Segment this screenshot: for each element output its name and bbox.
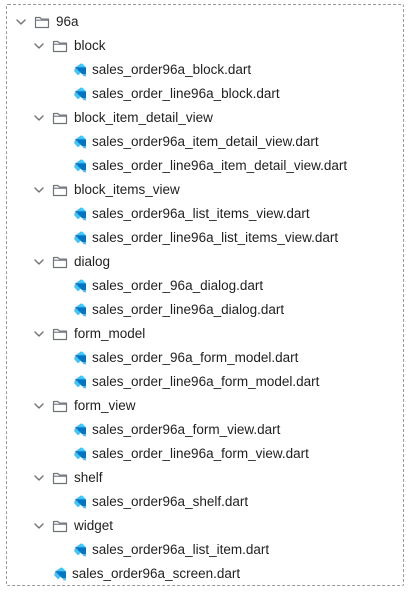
chevron-down-icon[interactable] [32,327,46,341]
tree-file[interactable]: sales_order_96a_dialog.dart [72,274,263,298]
chevron-down-icon[interactable] [32,39,46,53]
tree-file-label: sales_order_line96a_form_view.dart [92,446,309,461]
dart-file-icon [72,206,88,222]
chevron-down-icon[interactable] [32,183,46,197]
tree-folder-label: form_view [74,398,136,413]
dart-file-icon [72,350,88,366]
tree-file[interactable]: sales_order_line96a_form_view.dart [72,442,309,466]
tree-file[interactable]: sales_order96a_item_detail_view.dart [72,130,319,154]
folder-icon [52,39,68,53]
folder-icon [52,327,68,341]
tree-file-label: sales_order96a_list_items_view.dart [92,206,310,221]
tree-folder-label: block_items_view [74,182,180,197]
tree-folder-label: form_model [74,326,146,341]
tree-file-label: sales_order_line96a_dialog.dart [92,302,285,317]
folder-icon [52,519,68,533]
tree-folder-root[interactable]: 96a [14,10,79,34]
tree-file[interactable]: sales_order96a_block.dart [72,58,251,82]
dart-file-icon [72,62,88,78]
tree-file-label: sales_order96a_item_detail_view.dart [92,134,319,149]
tree-file-label: sales_order_line96a_item_detail_view.dar… [92,158,348,173]
tree-file[interactable]: sales_order_line96a_list_items_view.dart [72,226,338,250]
tree-file-label: sales_order_line96a_block.dart [92,86,280,101]
tree-file[interactable]: sales_order_96a_form_model.dart [72,346,298,370]
folder-icon [52,399,68,413]
tree-folder-root-label: 96a [56,14,79,29]
tree-file[interactable]: sales_order_line96a_form_model.dart [72,370,319,394]
tree-folder[interactable]: dialog [32,250,110,274]
tree-file-label: sales_order_96a_dialog.dart [92,278,264,293]
tree-file-label: sales_order96a_form_view.dart [92,422,281,437]
chevron-down-icon[interactable] [32,399,46,413]
tree-file[interactable]: sales_order96a_screen.dart [52,562,240,586]
tree-file[interactable]: sales_order96a_shelf.dart [72,490,248,514]
tree-file[interactable]: sales_order96a_list_item.dart [72,538,269,562]
tree-file-label: sales_order96a_block.dart [92,62,252,77]
folder-icon [52,255,68,269]
tree-folder-label: widget [74,518,114,533]
tree-folder[interactable]: form_view [32,394,136,418]
tree-file-label: sales_order96a_screen.dart [72,566,241,581]
tree-file[interactable]: sales_order_line96a_block.dart [72,82,280,106]
chevron-down-icon[interactable] [32,111,46,125]
dart-file-icon [72,446,88,462]
chevron-down-icon[interactable] [14,15,28,29]
tree-file[interactable]: sales_order_line96a_item_detail_view.dar… [72,154,347,178]
dart-file-icon [52,566,68,582]
dart-file-icon [72,542,88,558]
dart-file-icon [72,374,88,390]
folder-icon [34,15,50,29]
tree-file-label: sales_order_line96a_list_items_view.dart [92,230,339,245]
chevron-down-icon[interactable] [32,519,46,533]
tree-folder-label: dialog [74,254,111,269]
dart-file-icon [72,134,88,150]
tree-folder[interactable]: block [32,34,106,58]
tree-folder-label: block_item_detail_view [74,110,213,125]
chevron-down-icon[interactable] [32,471,46,485]
tree-folder[interactable]: shelf [32,466,103,490]
tree-file[interactable]: sales_order96a_form_view.dart [72,418,280,442]
dart-file-icon [72,158,88,174]
tree-file-label: sales_order_96a_form_model.dart [92,350,299,365]
folder-icon [52,111,68,125]
dart-file-icon [72,86,88,102]
dart-file-icon [72,278,88,294]
tree-file[interactable]: sales_order_line96a_dialog.dart [72,298,284,322]
dart-file-icon [72,494,88,510]
tree-file[interactable]: sales_order96a_list_items_view.dart [72,202,310,226]
tree-folder[interactable]: widget [32,514,113,538]
tree-file-label: sales_order_line96a_form_model.dart [92,374,320,389]
tree-file-label: sales_order96a_shelf.dart [92,494,249,509]
dart-file-icon [72,302,88,318]
tree-file-label: sales_order96a_list_item.dart [92,542,270,557]
folder-icon [52,183,68,197]
dart-file-icon [72,422,88,438]
chevron-down-icon[interactable] [32,255,46,269]
file-tree-panel [6,4,404,586]
tree-folder[interactable]: block_items_view [32,178,180,202]
tree-folder-label: block [74,38,106,53]
tree-folder[interactable]: form_model [32,322,145,346]
dart-file-icon [72,230,88,246]
folder-icon [52,471,68,485]
tree-folder[interactable]: block_item_detail_view [32,106,213,130]
tree-folder-label: shelf [74,470,103,485]
